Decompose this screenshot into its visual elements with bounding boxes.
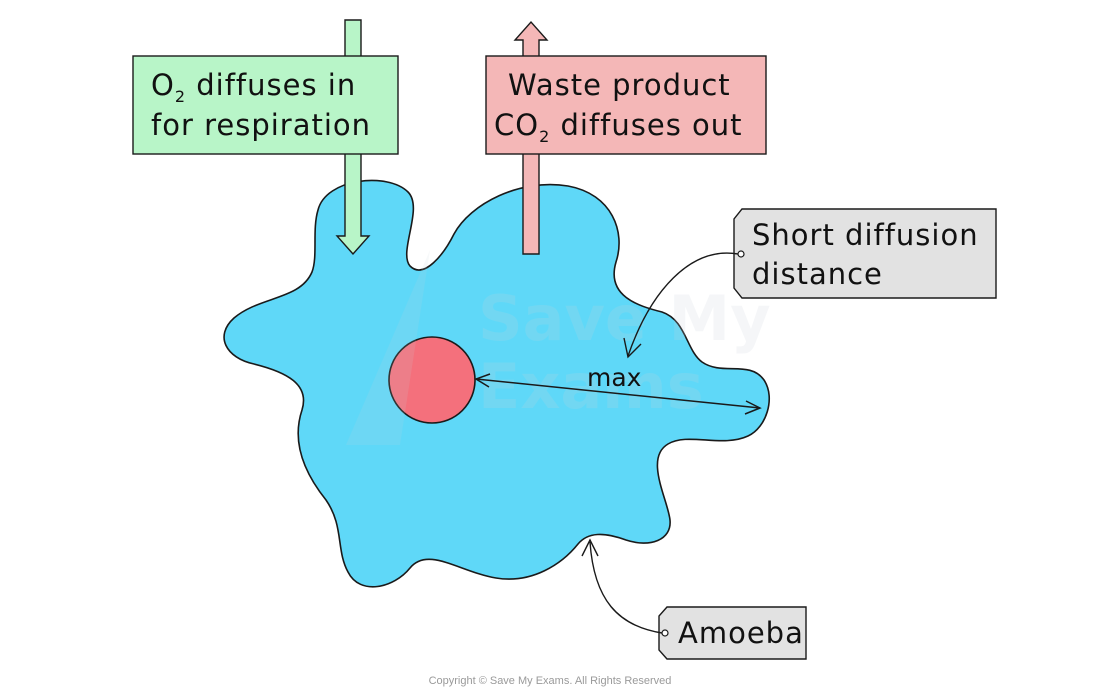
watermark-text-1: Save My — [478, 282, 771, 355]
amoeba-pointer — [581, 538, 663, 634]
co2-label-line2: CO2 diffuses out — [494, 108, 743, 146]
watermark-text-2: Exams — [478, 350, 704, 423]
o2-label-line1: O2 diffuses in — [151, 68, 356, 106]
amoeba-tag-label: Amoeba — [678, 616, 804, 650]
max-distance-arrow — [474, 373, 762, 415]
o2-label-box — [132, 55, 399, 155]
amoeba-tag-box — [658, 606, 807, 660]
diffusion-tag-line1: Short diffusion — [752, 218, 979, 252]
diffusion-tag-line2: distance — [752, 257, 883, 291]
amoeba-tag-hole-icon — [661, 629, 669, 637]
copyright-text: Copyright © Save My Exams. All Rights Re… — [429, 675, 672, 687]
co2-label-line1: Waste product — [508, 68, 731, 102]
watermark: Save My Exams — [346, 250, 771, 445]
amoeba-body — [223, 179, 770, 588]
co2-label-box — [485, 55, 767, 155]
diffusion-tag-hole-icon — [737, 250, 745, 258]
o2-label-line2: for respiration — [151, 108, 371, 142]
diffusion-pointer — [623, 252, 739, 359]
nucleus — [388, 336, 476, 424]
watermark-logo-icon — [346, 250, 430, 445]
max-label: max — [587, 363, 641, 392]
diffusion-tag-box — [733, 208, 997, 299]
